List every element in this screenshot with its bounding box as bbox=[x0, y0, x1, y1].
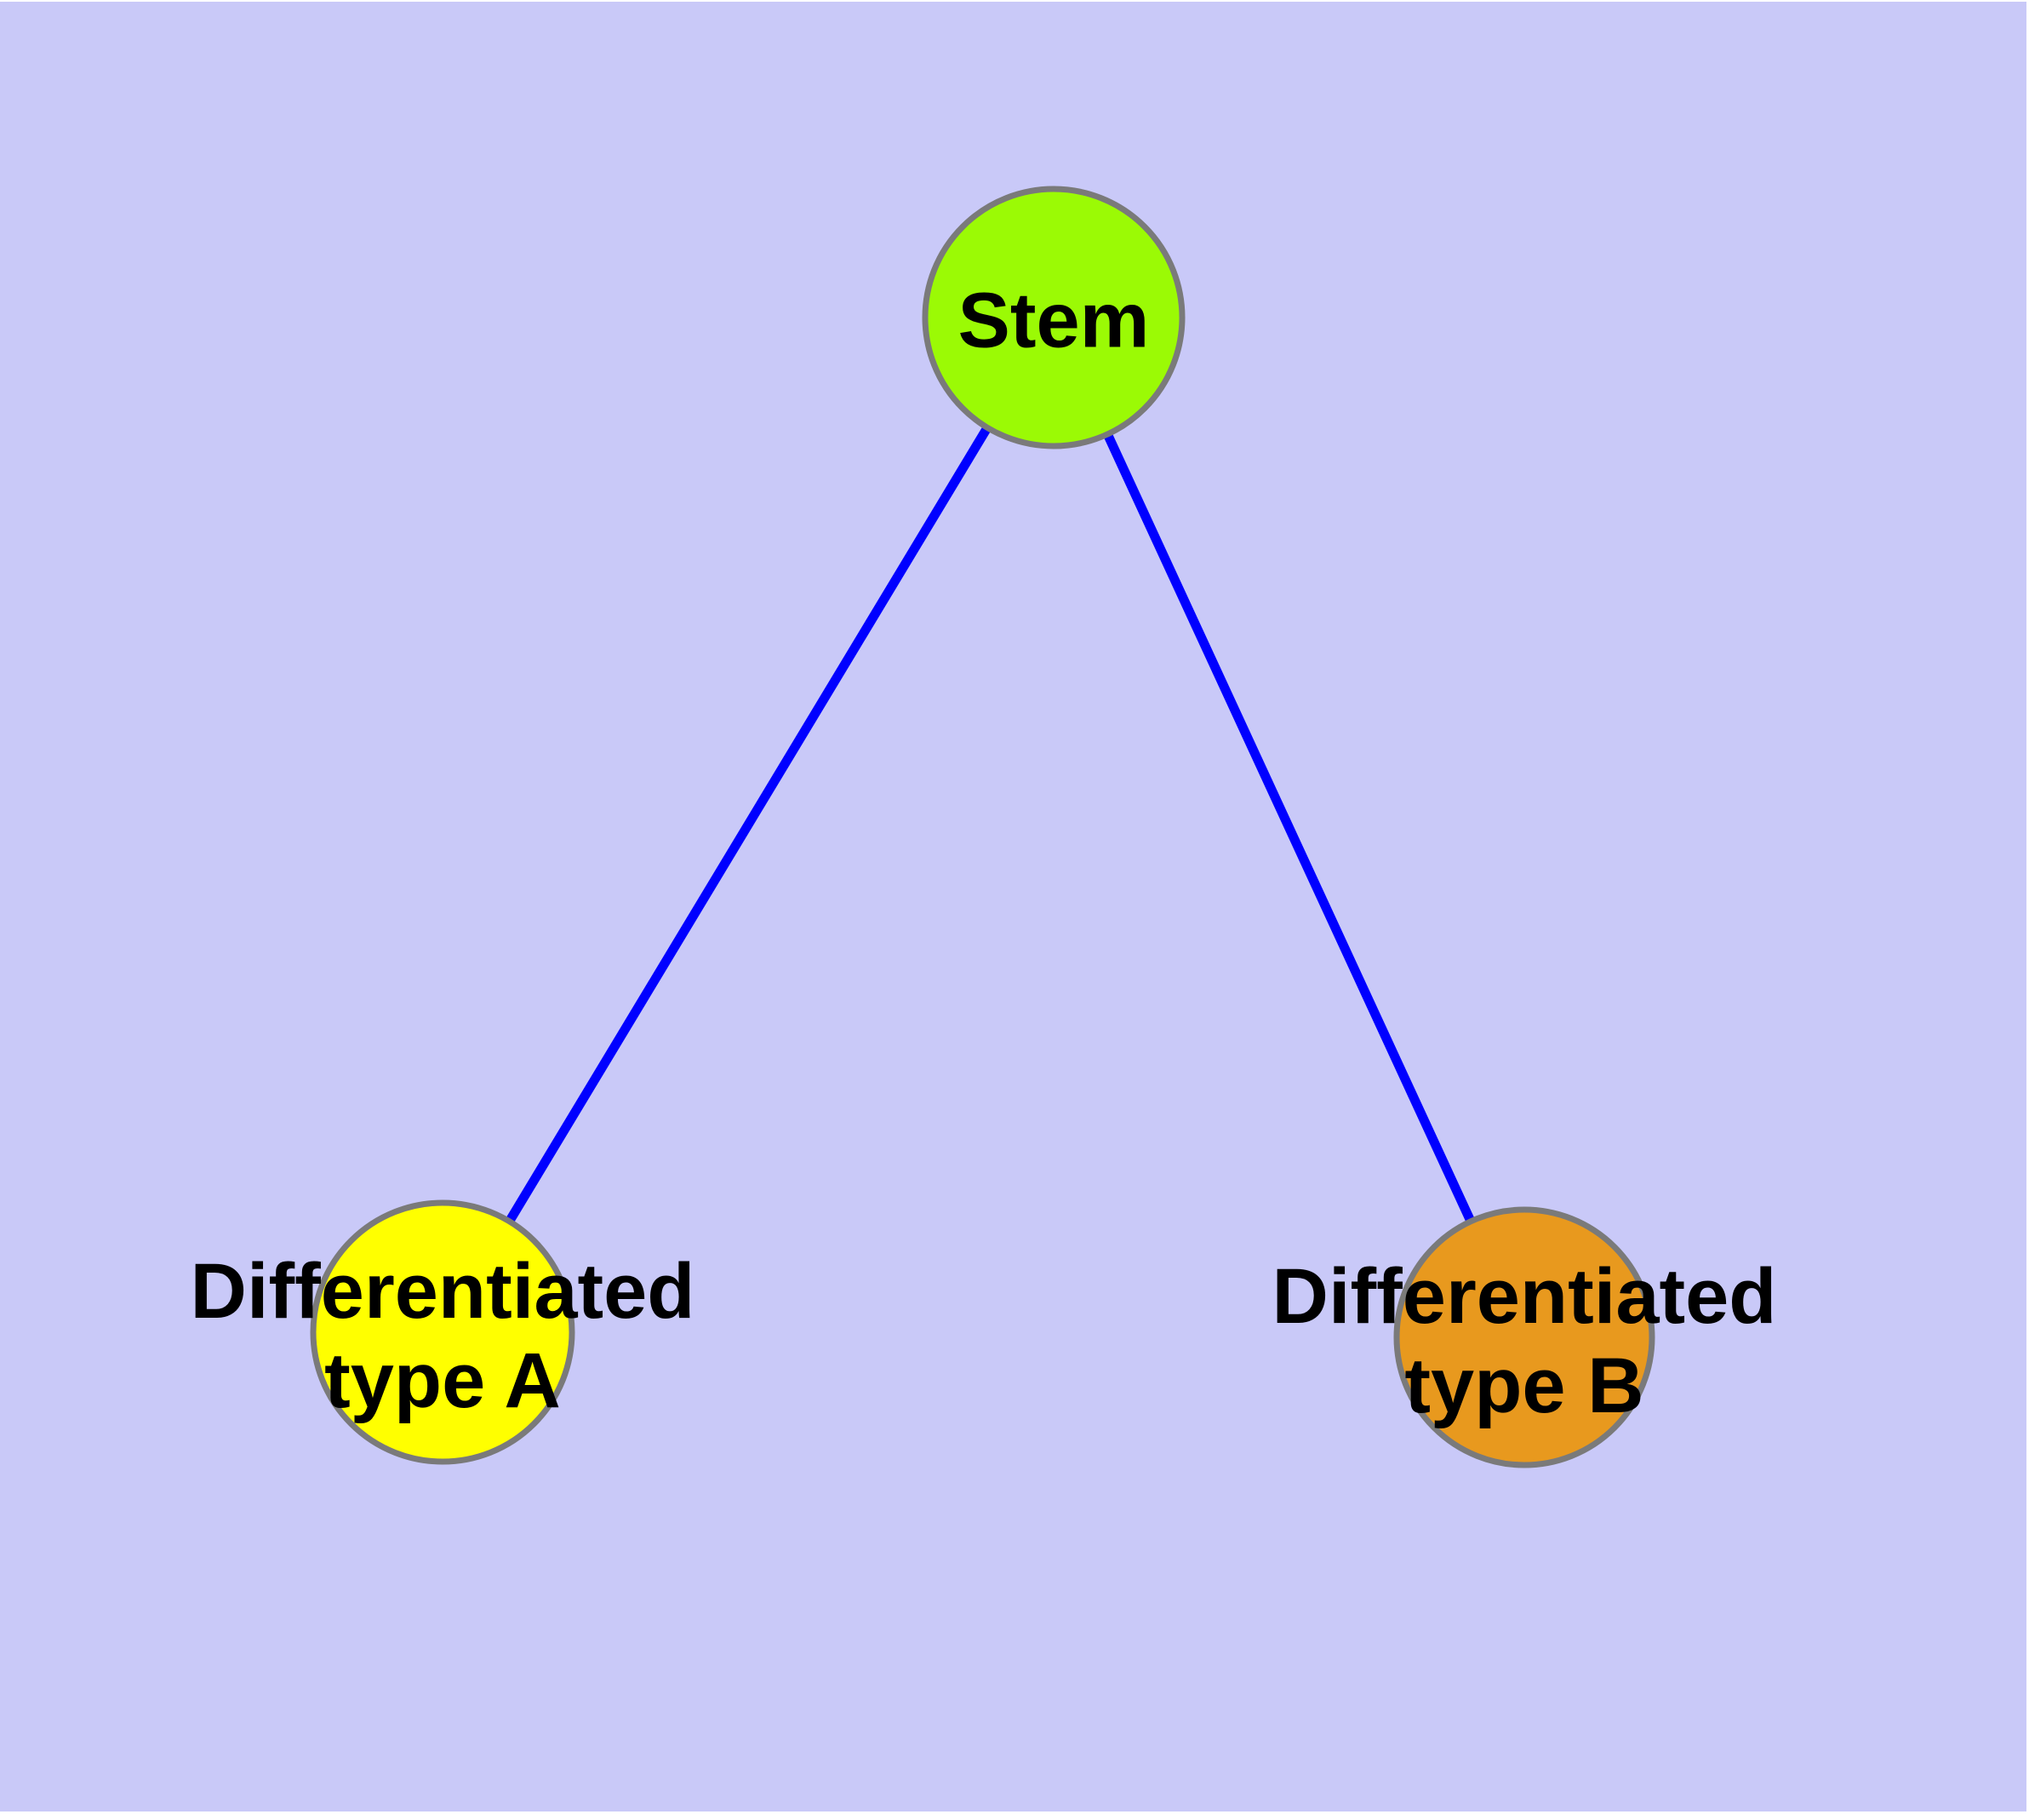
node-label-differentiated-type-a: Differentiated type A bbox=[190, 1248, 695, 1424]
node-differentiated-type-a bbox=[310, 1199, 575, 1465]
node-label-stem: Stem bbox=[957, 277, 1150, 364]
node-differentiated-type-b bbox=[1393, 1206, 1655, 1468]
edge-stem-to-type-a bbox=[438, 315, 1058, 1335]
node-label-differentiated-type-b: Differentiated type B bbox=[1272, 1253, 1777, 1429]
edge-stem-to-type-b bbox=[1049, 315, 1529, 1340]
node-stem bbox=[922, 186, 1186, 449]
